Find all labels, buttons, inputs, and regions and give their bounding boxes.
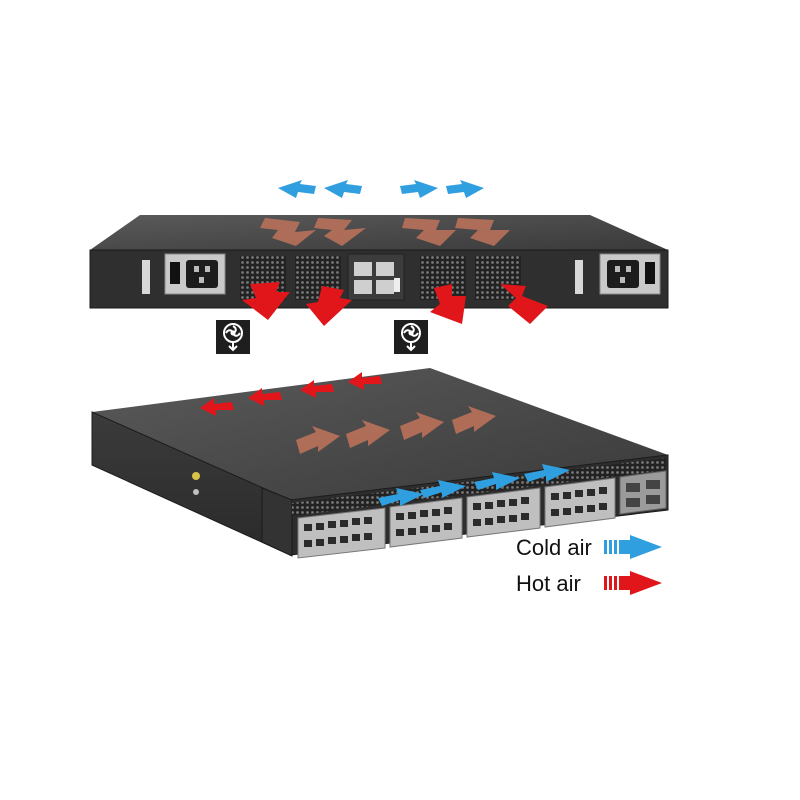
legend-hot-swatch <box>604 571 662 595</box>
front-hot-air-arrows <box>200 372 382 416</box>
legend-cold-row: Cold air <box>516 533 592 563</box>
legend-hot-label: Hot air <box>516 571 581 596</box>
fan-icon <box>401 323 421 352</box>
ground-icon <box>192 472 200 480</box>
usb-port <box>394 278 400 292</box>
rear-view <box>89 215 669 309</box>
legend-cold-label: Cold air <box>516 535 592 560</box>
fan-badge-left <box>216 320 250 354</box>
front-cold-air-arrows <box>378 464 570 506</box>
front-internal-airflow <box>296 406 496 454</box>
legend-hot-row: Hot air <box>516 569 581 599</box>
front-ethernet-ports <box>304 480 660 547</box>
rear-cold-air-arrows <box>278 180 484 198</box>
legend-cold-swatch <box>604 535 662 559</box>
rear-hot-air-arrows <box>242 282 548 326</box>
power-switch-icon <box>645 262 655 284</box>
fan-icon <box>223 323 243 352</box>
management-ports <box>347 253 405 301</box>
rear-internal-airflow <box>260 218 510 246</box>
rear-chassis-top <box>90 215 668 250</box>
front-view <box>91 368 669 559</box>
power-socket-icon <box>186 260 218 288</box>
psu-right <box>575 253 661 295</box>
rack-ear <box>261 487 293 557</box>
fan-badge-right <box>394 320 428 354</box>
power-socket-icon <box>607 260 639 288</box>
psu-left <box>142 253 226 295</box>
power-switch-icon <box>170 262 180 284</box>
